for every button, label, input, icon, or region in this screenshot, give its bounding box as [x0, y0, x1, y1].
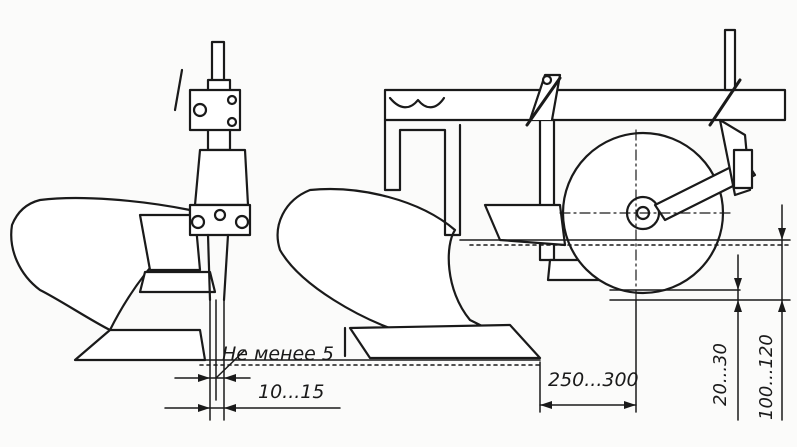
disk-offset-label: 250...300 — [548, 369, 639, 391]
overlap-label: 10...15 — [258, 381, 325, 403]
disk-centerline — [559, 129, 731, 301]
left-hitch-assembly — [173, 40, 252, 302]
left-plow-body — [10, 196, 217, 362]
disk-center-height-label: 20...30 — [710, 343, 731, 406]
disk-depth-label: 100...120 — [756, 334, 777, 420]
middle-plow-body — [276, 187, 542, 360]
dimension-arrows — [198, 228, 786, 412]
disk-coulter — [561, 118, 757, 295]
min-clearance-label: Не менее 5 — [222, 343, 334, 365]
